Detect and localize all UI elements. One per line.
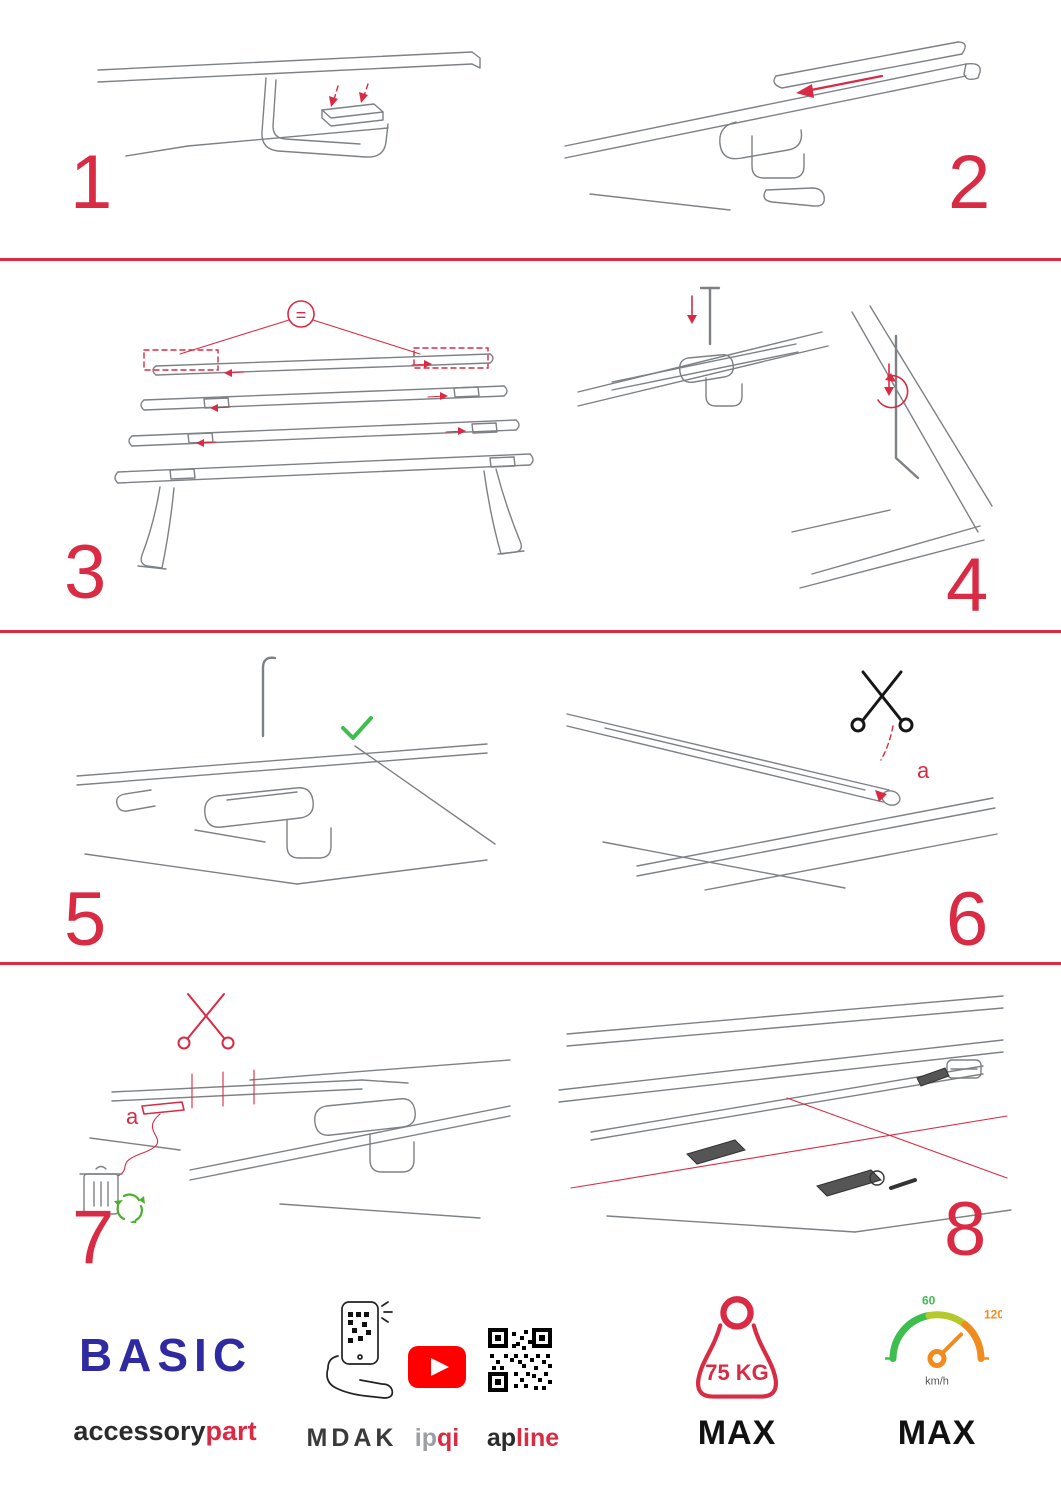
weight-max-label: MAX xyxy=(697,1414,777,1452)
step-4-illustration xyxy=(577,286,993,589)
speed-max-label: MAX xyxy=(897,1414,977,1452)
scissors-icon xyxy=(177,993,235,1050)
speedometer-icon: 60 120 km/h xyxy=(885,1294,1002,1388)
partner-mdak-label: MDAK xyxy=(306,1424,398,1452)
equals-label: = xyxy=(296,305,307,325)
step-8-illustration xyxy=(558,995,1012,1233)
speed-tick-low: 60 xyxy=(922,1294,936,1308)
step-1-number: 1 xyxy=(70,140,113,225)
apline-dark-part: ap xyxy=(486,1424,517,1452)
recycle-icon xyxy=(114,1193,145,1223)
product-name: BASIC xyxy=(78,1329,253,1381)
step-3-illustration: = xyxy=(114,300,534,570)
cut-point-label: a xyxy=(917,758,930,783)
ipqi-gray-part: ip xyxy=(414,1424,437,1452)
checkmark-icon xyxy=(341,716,373,740)
ipqi-red-part: qi xyxy=(437,1424,460,1452)
step-7-number: 7 xyxy=(72,1195,115,1280)
step-2-illustration xyxy=(564,41,981,211)
trash-icon xyxy=(79,1165,123,1215)
section-divider xyxy=(0,962,1061,965)
step-6-number: 6 xyxy=(946,877,989,962)
weight-value: 75 KG xyxy=(705,1360,768,1385)
partner-apline-label: apline xyxy=(468,1424,578,1453)
weight-max-icon: 75 KG xyxy=(696,1296,778,1399)
section-divider xyxy=(0,630,1061,633)
equals-badge: = xyxy=(287,300,315,328)
scissors-icon xyxy=(850,670,914,733)
brand-red-part: part xyxy=(205,1416,257,1446)
step-8-number: 8 xyxy=(944,1187,987,1272)
brand-wordmark: accessorypart xyxy=(50,1416,280,1447)
apline-red-part: line xyxy=(516,1424,560,1452)
partner-ipqi-label: ipqi xyxy=(392,1424,482,1453)
step-1-illustration xyxy=(97,51,481,158)
phone-qr-icon xyxy=(326,1301,394,1399)
step-7-illustration: a xyxy=(79,993,511,1223)
section-divider xyxy=(0,258,1061,261)
youtube-icon xyxy=(408,1346,466,1388)
qr-code-icon xyxy=(488,1328,552,1392)
step-5-number: 5 xyxy=(64,877,107,962)
cut-piece-label: a xyxy=(126,1104,139,1129)
step-4-number: 4 xyxy=(946,543,989,628)
speed-unit: km/h xyxy=(925,1376,949,1388)
step-3-number: 3 xyxy=(64,530,107,615)
brand-dark-part: accessory xyxy=(73,1416,206,1446)
step-6-illustration: a xyxy=(566,670,998,891)
speed-tick-high: 120 xyxy=(984,1308,1002,1322)
step-2-number: 2 xyxy=(948,140,991,225)
step-5-illustration xyxy=(76,656,496,885)
